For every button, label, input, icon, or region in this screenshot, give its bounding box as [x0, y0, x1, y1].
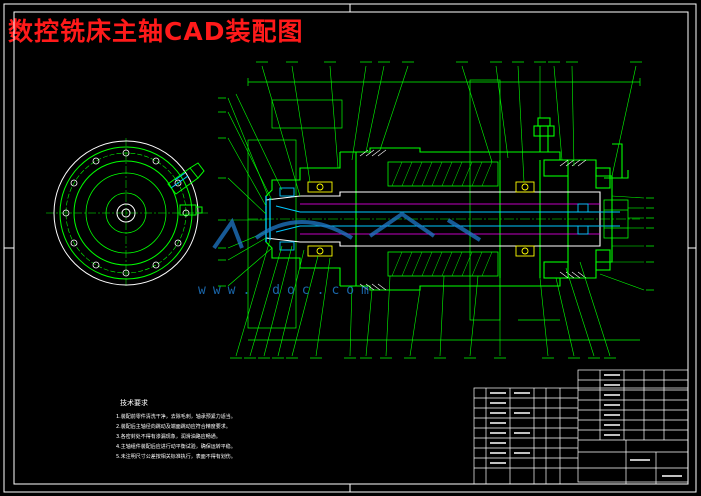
- notes-line: 4.主轴组件装配后应进行动平衡试验，确保运转平稳。: [116, 444, 236, 450]
- watermark-text: www. doc.com: [198, 283, 376, 298]
- watermark-logo: [212, 211, 482, 250]
- notes-line: 3.各密封处不得有渗漏现象，润滑油路应畅通。: [116, 434, 221, 440]
- end-view: [46, 138, 210, 288]
- technical-notes: 技术要求 1.装配前零件清洗干净，去除毛刺，轴承预紧力适当。 2.装配后主轴径向…: [116, 398, 346, 462]
- notes-heading: 技术要求: [120, 399, 148, 407]
- frame-center-marks: [4, 4, 696, 492]
- section-view: [218, 61, 654, 359]
- notes-line: 2.装配后主轴径向跳动及端面跳动应符合精度要求。: [116, 424, 231, 430]
- notes-line: 5.未注明尺寸公差按相关标准执行，表面不得有划伤。: [116, 454, 236, 460]
- drawing-title: 数控铣床主轴CAD装配图: [8, 17, 304, 46]
- title-block: [473, 369, 689, 485]
- outer-frame: [3, 3, 697, 493]
- title-block-fill-marks: [490, 374, 682, 477]
- notes-line: 1.装配前零件清洗干净，去除毛刺，轴承预紧力适当。: [116, 414, 236, 420]
